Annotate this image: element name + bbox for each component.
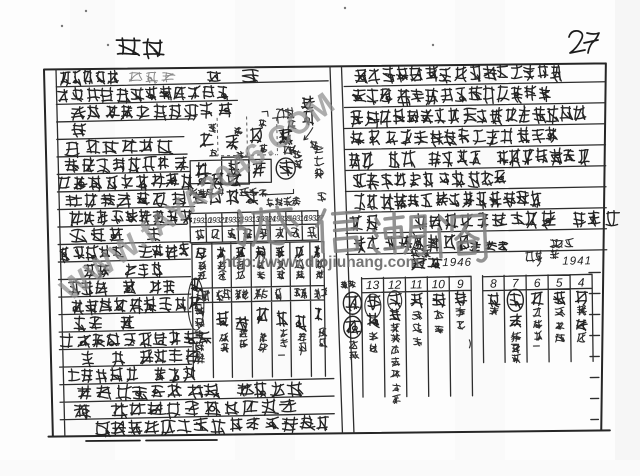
svg-text:19332: 19332 <box>224 215 244 224</box>
svg-text:10: 10 <box>431 277 445 291</box>
svg-text:19310: 19310 <box>192 216 212 225</box>
svg-text:1946: 1946 <box>442 257 472 269</box>
svg-text:19327: 19327 <box>304 213 324 222</box>
svg-text:4: 4 <box>578 275 585 289</box>
svg-text:1941: 1941 <box>562 255 592 267</box>
svg-text:19313: 19313 <box>240 215 260 224</box>
svg-text:7: 7 <box>512 276 520 290</box>
svg-text:13: 13 <box>366 278 380 292</box>
svg-text:9: 9 <box>457 277 464 291</box>
svg-text:11: 11 <box>410 277 423 291</box>
svg-text:19321: 19321 <box>208 216 227 225</box>
svg-text:12: 12 <box>388 278 402 292</box>
svg-text:8: 8 <box>490 276 497 290</box>
svg-text:http://www.diojiunang.com: http://www.diojiunang.com <box>222 254 419 271</box>
svg-text:6: 6 <box>534 276 541 290</box>
svg-text:19316: 19316 <box>288 214 308 223</box>
svg-text:5: 5 <box>556 276 563 290</box>
